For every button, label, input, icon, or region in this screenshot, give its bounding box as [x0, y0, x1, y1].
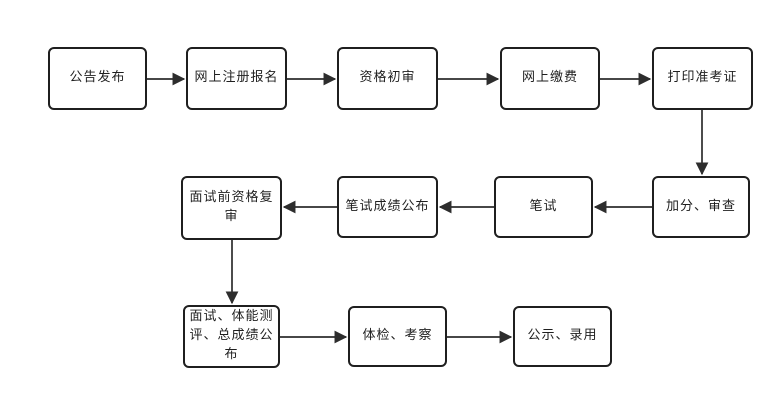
flow-node-written-exam-results-announcement: 笔试成绩公布: [337, 176, 438, 238]
flow-node-print-admission-ticket: 打印准考证: [652, 47, 753, 110]
flow-node-written-exam: 笔试: [494, 176, 593, 238]
flow-node-public-announcement-hiring: 公示、录用: [513, 306, 612, 367]
flow-node-online-registration: 网上注册报名: [186, 47, 287, 110]
flow-node-interview-fitness-total-score: 面试、体能测 评、总成绩公 布: [183, 305, 280, 368]
flow-node-online-payment: 网上缴费: [500, 47, 600, 110]
flow-node-bonus-points-review: 加分、审查: [652, 176, 750, 238]
flow-node-physical-exam-inspection: 体检、考察: [348, 306, 447, 367]
flow-node-qualification-initial-review: 资格初审: [337, 47, 438, 110]
flow-node-announcement-release: 公告发布: [48, 47, 147, 110]
flow-node-pre-interview-qualification-recheck: 面试前资格复 审: [181, 176, 282, 240]
